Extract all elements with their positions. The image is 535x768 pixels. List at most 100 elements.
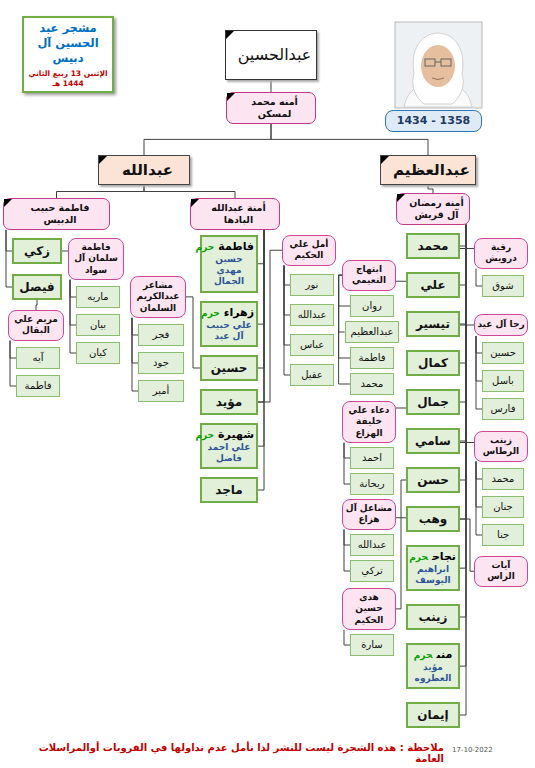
person-box: زينب الرطاس (474, 431, 528, 462)
person-name: عبدالله (353, 539, 391, 552)
person-name: فيصل (16, 280, 58, 295)
portrait-headscarf (413, 33, 464, 104)
husband-name: علي احمد فاضل (204, 442, 254, 465)
person-box: احمد (350, 447, 394, 469)
person-box: شهيرةحرمعلي احمد فاضل (200, 423, 258, 469)
person-box: ريحانة (350, 473, 394, 495)
person-box: حسن (406, 467, 460, 493)
person-box: فاطمةحرمحسين مهدي الجمال (200, 235, 258, 293)
tree-connector (258, 230, 264, 368)
person-box: أمير (138, 380, 184, 402)
person-box: دعاء علي خليفة الهزاع (342, 401, 396, 443)
person-box: سامي (406, 428, 460, 454)
person-box: 1434 - 1358 (385, 110, 482, 132)
tree-connector (460, 225, 466, 285)
portrait-glasses (435, 62, 441, 63)
person-name: آيات الراس (477, 560, 525, 583)
tree-connector (460, 225, 466, 715)
person-name: عبدالعظيم (348, 326, 397, 339)
person-name: روان (353, 300, 391, 313)
person-box: عبدالله (98, 155, 190, 185)
person-name: أمل علي الحكيم (285, 239, 333, 262)
person-name: عقيل (293, 369, 331, 382)
person-name: نور (293, 279, 331, 292)
person-box: عبدالعظيم (345, 321, 400, 343)
person-box: جود (138, 352, 184, 374)
tree-connector (460, 225, 466, 441)
person-box: سارة (350, 634, 394, 656)
person-name: فاطمة (218, 240, 254, 253)
spouse-mark: حرم (201, 308, 220, 318)
note-text: ملاحظة : هذه الشجرة ليست للنشر لذا نأمل … (8, 742, 444, 764)
person-name: دعاء علي خليفة الهزاع (345, 405, 393, 439)
person-name: فاطمة حبيب الدبيس (13, 202, 107, 226)
person-name: آيه (19, 352, 57, 365)
tree-connector (460, 225, 466, 480)
person-name: كيان (79, 347, 117, 360)
portrait-mouth (432, 78, 444, 80)
person-name: عبدالعظيم (390, 161, 473, 180)
person-name: علي (410, 278, 456, 293)
person-box: باسل (482, 370, 524, 392)
person-name: فاطمة سلمان آل سواد (71, 242, 121, 276)
person-name: سامي (410, 434, 456, 449)
person-box: فاطمة حبيب الدبيس (3, 198, 110, 230)
name-line: زهراءحرم (204, 306, 254, 320)
person-box: عبدالحسين (225, 30, 318, 80)
person-box: عقيل (290, 364, 334, 386)
person-name: عبدالله (293, 309, 331, 322)
person-box: مشاعر عبدالكريم السلمان (130, 276, 186, 318)
person-box: رقية درويش (474, 238, 528, 269)
person-name: حسين (204, 361, 254, 376)
person-box: نور (290, 274, 334, 296)
person-name: وهب (410, 512, 456, 527)
person-box: محمد (482, 468, 524, 490)
person-name: عبدالله (108, 161, 187, 180)
person-box: عبدالله (350, 534, 394, 556)
tree-connector (144, 185, 235, 198)
person-box: فجر (138, 324, 184, 346)
name-line: منىحرم (410, 648, 456, 662)
person-name: أمير (141, 385, 181, 398)
tree-connector (460, 519, 474, 571)
portrait-frame (395, 22, 482, 108)
person-box: ماريه (76, 286, 120, 308)
person-name: فاطمة (19, 380, 57, 393)
tree-connector (460, 225, 466, 617)
person-box: مؤيد (200, 389, 258, 415)
person-box: حسين (482, 342, 524, 364)
tree-connector (270, 80, 271, 92)
person-box: علي (406, 272, 460, 298)
tree-connector (396, 408, 406, 409)
tree-connector (186, 297, 200, 368)
person-box: كمال (406, 350, 460, 376)
tree-connector (36, 300, 37, 310)
person-box: عبدالعظيم (380, 155, 476, 185)
spouse-mark: حرم (409, 552, 428, 562)
person-name: حسن (410, 473, 456, 488)
tree-connector (460, 225, 466, 363)
person-box: وهب (406, 506, 460, 532)
person-name: محمد (485, 473, 521, 486)
date-text: الإثنين 13 ربيع الثاني 1444 هـ (27, 69, 109, 89)
person-name: رجا آل عيد (477, 319, 525, 330)
portrait-face (421, 45, 455, 87)
person-box: عباس (290, 334, 334, 356)
husband-name: ابراهيم اليوسف (410, 564, 456, 587)
person-name: جمال (410, 395, 456, 410)
tree-connector (460, 225, 466, 246)
tree-connector (258, 230, 264, 402)
person-box: محمد (350, 373, 394, 395)
tree-connector (460, 325, 474, 326)
person-name: حسين (485, 347, 521, 360)
tree-connector (460, 225, 466, 568)
person-box: فاطمة (350, 347, 394, 369)
person-name: زينب الرطاس (477, 435, 525, 458)
person-name: شوق (485, 280, 521, 293)
tree-connector (258, 250, 282, 402)
tree-connector (258, 230, 264, 446)
person-box: آيات الراس (474, 556, 528, 587)
person-name: ماريه (79, 291, 117, 304)
person-box: فارس (482, 398, 524, 420)
